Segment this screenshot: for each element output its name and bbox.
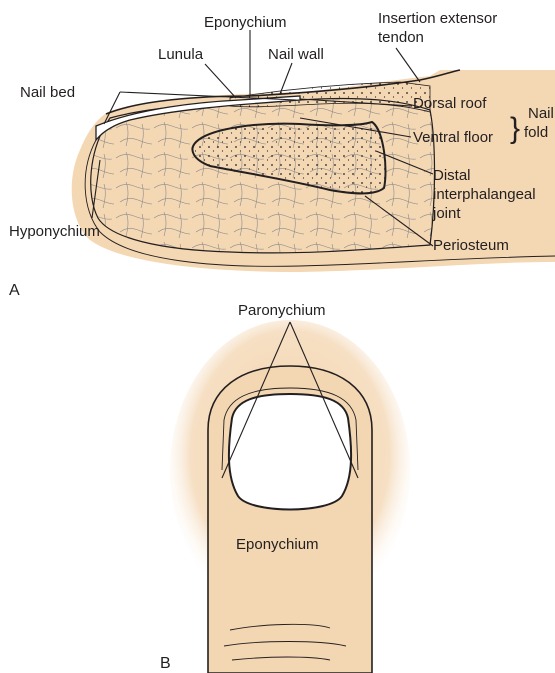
label-paronychium: Paronychium <box>238 302 326 319</box>
panel-letter-a: A <box>9 282 20 299</box>
label-distal-2: interphalangeal <box>433 186 536 203</box>
nail-plate-b <box>229 394 351 510</box>
label-ventral-floor: Ventral floor <box>413 129 493 146</box>
label-insertion-extensor-tendon-1: Insertion extensor <box>378 10 497 27</box>
label-dorsal-roof: Dorsal roof <box>413 95 487 112</box>
label-hyponychium: Hyponychium <box>9 223 100 240</box>
label-lunula: Lunula <box>158 46 204 63</box>
label-eponychium-a: Eponychium <box>204 14 287 31</box>
label-insertion-extensor-tendon-2: tendon <box>378 29 424 46</box>
panel-letter-b: B <box>160 655 171 672</box>
label-eponychium-b: Eponychium <box>236 536 319 553</box>
label-nail-wall: Nail wall <box>268 46 324 63</box>
label-nail-fold-1: Nail <box>528 105 554 122</box>
label-distal-3: joint <box>432 205 461 222</box>
panel-b-drawing <box>170 320 410 673</box>
nail-fold-brace: } <box>510 112 520 145</box>
label-nail-fold-2: fold <box>524 124 548 141</box>
label-periosteum: Periosteum <box>433 237 509 254</box>
label-nail-bed: Nail bed <box>20 84 75 101</box>
label-distal-1: Distal <box>433 167 471 184</box>
